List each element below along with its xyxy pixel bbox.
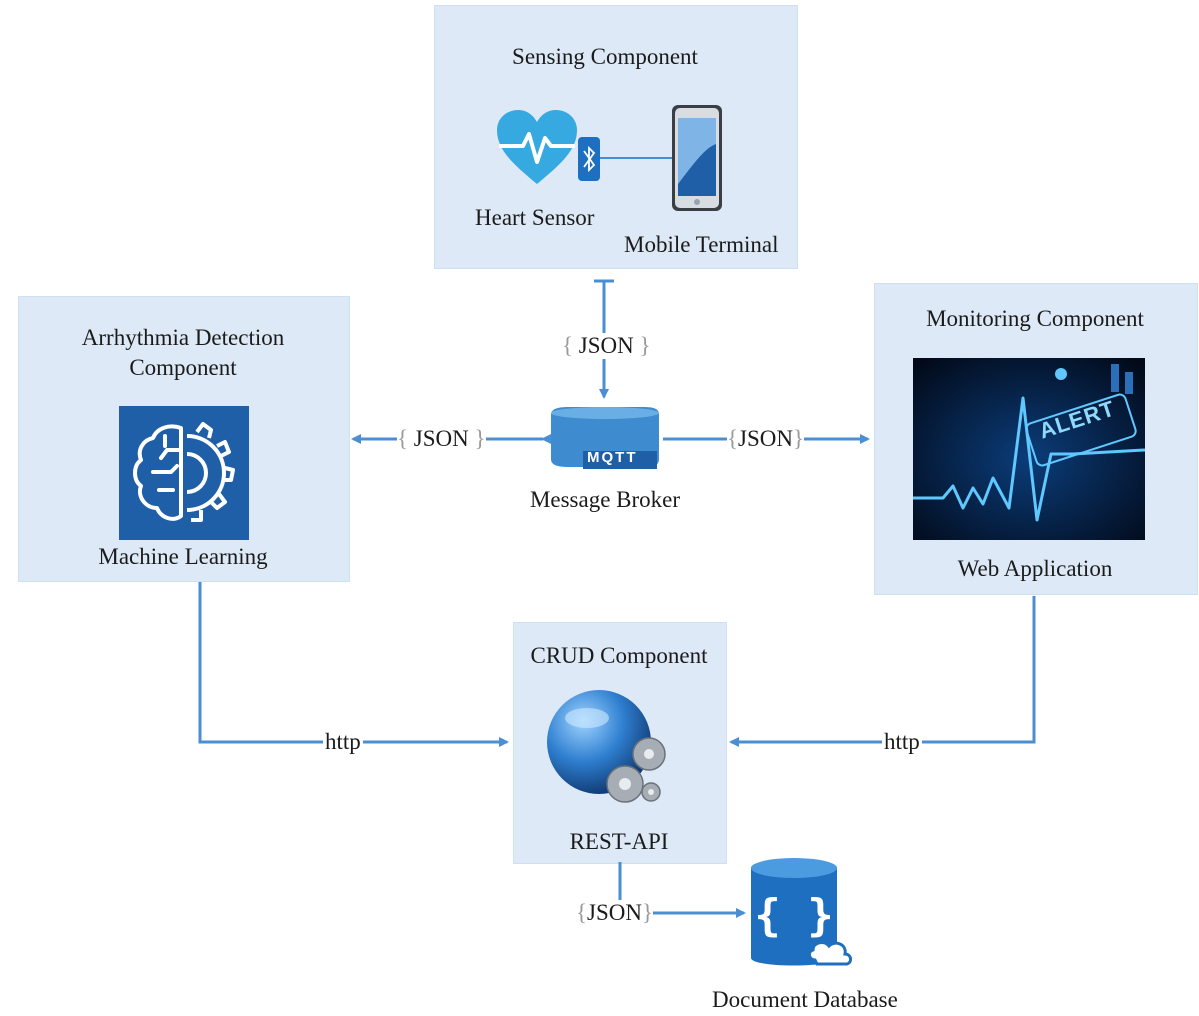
brace-close: } — [468, 426, 486, 451]
mqtt-badge: MQTT — [587, 449, 638, 466]
arrhythmia-title-line2: Component — [129, 355, 237, 380]
mqtt-broker-icon — [551, 407, 659, 469]
mobile-terminal-label: Mobile Terminal — [624, 232, 779, 257]
broker-monitoring-json-tag: {JSON} — [727, 426, 805, 452]
sensing-component-box — [434, 5, 798, 269]
document-database-label: Document Database — [712, 987, 898, 1012]
tag-text: JSON — [578, 333, 634, 358]
monitoring-crud-http-tag: http — [882, 729, 922, 755]
brace-close: } — [633, 333, 651, 358]
message-broker-label: Message Broker — [529, 487, 681, 512]
tag-text: JSON — [587, 900, 643, 925]
tag-text: JSON — [738, 426, 794, 451]
brace-open: { — [576, 900, 588, 925]
tag-text: http — [325, 729, 361, 754]
heart-sensor-icon — [497, 110, 577, 184]
web-application-label: Web Application — [957, 556, 1113, 581]
brace-close: } — [793, 426, 805, 451]
tag-text: JSON — [413, 426, 469, 451]
svg-text:{ }: { } — [754, 890, 833, 941]
rest-api-label: REST-API — [569, 829, 669, 854]
bluetooth-icon — [578, 137, 600, 181]
rest-api-globe-gears-icon — [547, 690, 666, 803]
sensing-component-title: Sensing Component — [512, 44, 698, 69]
document-database-icon: { } — [751, 858, 853, 966]
arrhythmia-crud-line — [198, 582, 509, 747]
brace-open: { — [397, 426, 414, 451]
arrhythmia-title-line1: Arrhythmia Detection — [81, 325, 285, 350]
tag-text: http — [884, 729, 920, 754]
arrhythmia-crud-http-tag: http — [323, 729, 363, 755]
brace-close: } — [642, 900, 654, 925]
machine-learning-brain-icon — [119, 406, 249, 540]
broker-arrhythmia-json-tag: { JSON } — [397, 426, 486, 452]
crud-database-json-tag: {JSON} — [576, 900, 654, 926]
heart-sensor-label: Heart Sensor — [475, 205, 595, 230]
brace-open: { — [562, 333, 579, 358]
sensing-broker-json-tag: { JSON } — [562, 333, 651, 359]
mobile-terminal-icon — [672, 105, 722, 211]
monitoring-crud-line — [729, 596, 1036, 747]
crud-component-title: CRUD Component — [530, 643, 708, 668]
alert-screen-icon — [913, 358, 1145, 540]
brace-open: { — [727, 426, 739, 451]
monitoring-component-title: Monitoring Component — [926, 306, 1144, 331]
machine-learning-label: Machine Learning — [98, 544, 268, 569]
